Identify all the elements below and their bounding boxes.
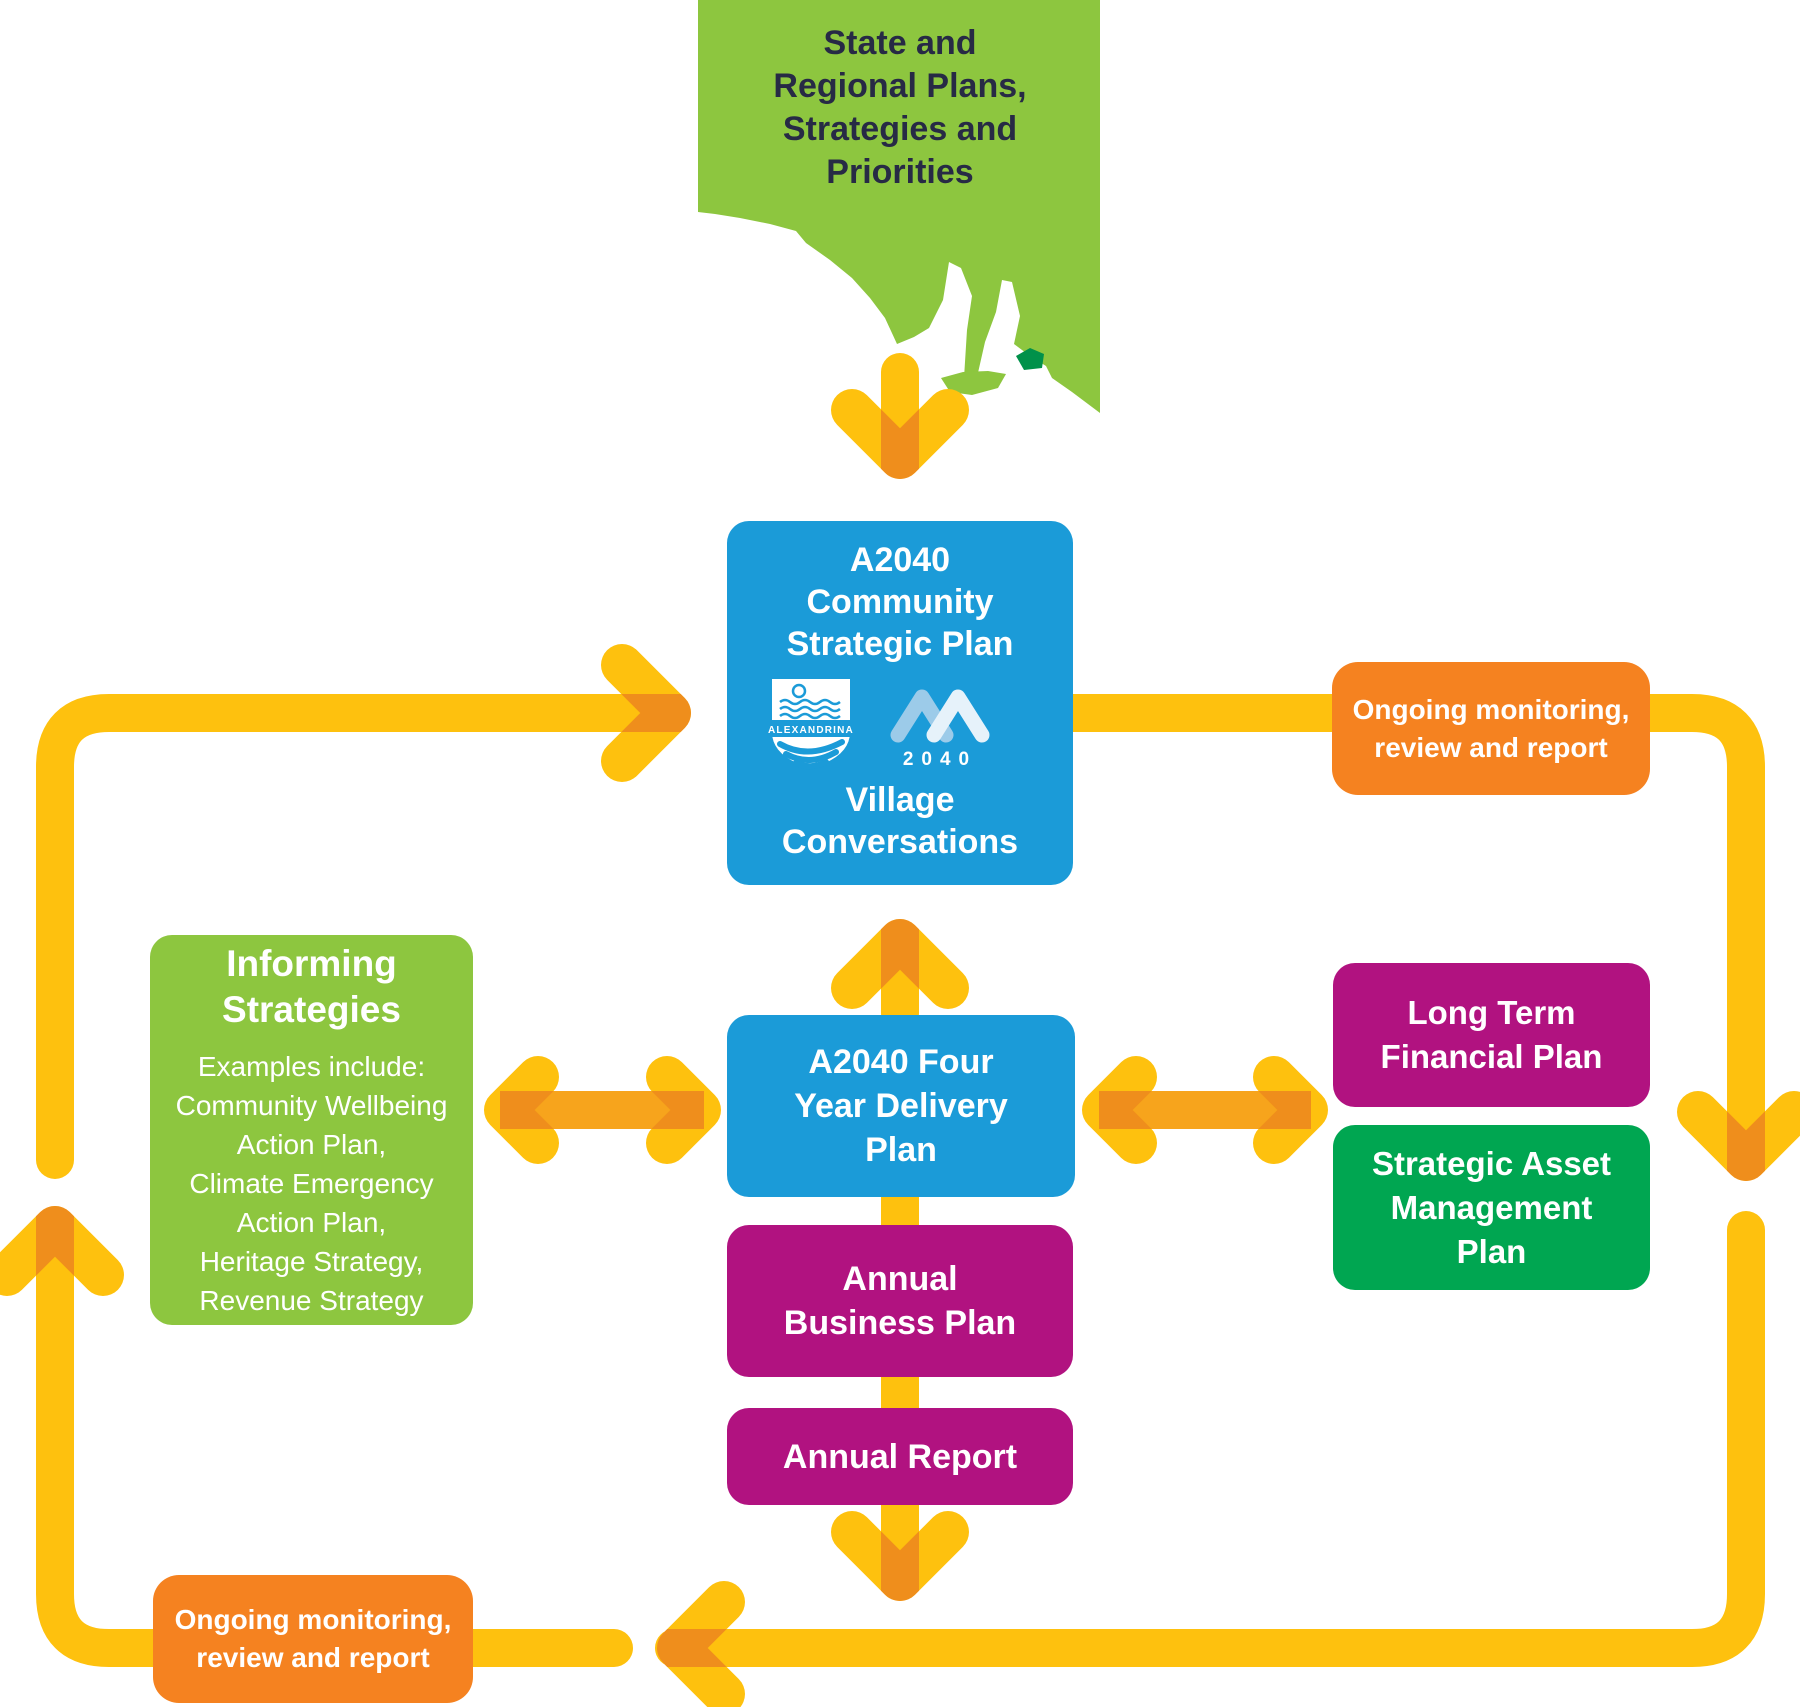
csp-title-line: Strategic Plan	[786, 625, 1014, 663]
double-arrow-delivery-financial	[1082, 1056, 1328, 1164]
annual-report-box: Annual Report	[727, 1408, 1073, 1505]
monitor-top-line: Ongoing monitoring,	[1352, 693, 1630, 725]
samp-line: Management	[1390, 1188, 1593, 1226]
informing-strategies-box: Informing Strategies Examples include: C…	[150, 935, 473, 1325]
ltfp-line: Financial Plan	[1380, 1038, 1603, 1075]
informing-body-line: Action Plan,	[236, 1206, 387, 1238]
waves-icon	[779, 698, 841, 720]
informing-body: Examples include: Community Wellbeing Ac…	[176, 1047, 448, 1320]
map-title-line: Regional Plans,	[773, 67, 1027, 105]
furrow-stripes-icon	[777, 739, 845, 770]
annual-report-line: Annual Report	[782, 1437, 1018, 1476]
samp-line: Plan	[1456, 1232, 1527, 1270]
csp-logos: ALEXANDRINA 2040	[768, 675, 1032, 773]
monitoring-loop	[0, 644, 1800, 1707]
delivery-line: A2040 Four	[808, 1043, 994, 1081]
community-strategic-plan-box: A2040 Community Strategic Plan ALEXANDRI…	[727, 521, 1073, 885]
a2040-logo: 2040	[890, 689, 990, 770]
informing-title-line: Informing	[226, 942, 397, 984]
monitor-top-line: review and report	[1374, 731, 1608, 763]
south-australia-map	[698, 0, 1100, 413]
informing-body-line: Examples include:	[197, 1050, 426, 1082]
monitor-bottom-line: Ongoing monitoring,	[174, 1604, 452, 1635]
csp-title-line: Community	[806, 583, 994, 621]
map-title: State and Regional Plans, Strategies and…	[700, 22, 1100, 194]
csp-subtitle-line: Village	[845, 781, 955, 819]
long-term-financial-plan-box: Long Term Financial Plan	[1333, 963, 1650, 1107]
loop-right-segment	[1054, 694, 1765, 1169]
annual-business-plan-box: Annual Business Plan	[727, 1225, 1073, 1377]
map-title-line: Priorities	[826, 153, 974, 191]
ongoing-monitoring-top-box: Ongoing monitoring, review and report	[1332, 662, 1650, 795]
informing-body-line: Heritage Strategy,	[199, 1245, 424, 1277]
sun-icon	[791, 683, 807, 699]
informing-body-line: Climate Emergency	[189, 1167, 434, 1199]
informing-body-line: Revenue Strategy	[199, 1284, 424, 1316]
kangaroo-island-shape	[941, 371, 1006, 395]
alexandrina-council-logo: ALEXANDRINA	[768, 679, 854, 770]
alexandrina-region-highlight	[1016, 348, 1044, 370]
loop-left-segment	[36, 1213, 633, 1667]
loop-bottom-segment	[655, 1211, 1765, 1667]
alexandrina-logo-text: ALEXANDRINA	[768, 725, 854, 736]
a2040-logo-text: 2040	[903, 749, 977, 770]
csp-title: A2040 Community Strategic Plan	[787, 539, 1014, 665]
monitor-bottom-line: review and report	[196, 1642, 430, 1673]
map-title-line: Strategies and	[782, 110, 1018, 148]
down-arrow-annual-report-to-loop	[831, 1486, 969, 1601]
abp-line: Business Plan	[783, 1304, 1017, 1342]
map-title-line: State and	[823, 24, 977, 62]
informing-body-line: Community Wellbeing	[175, 1089, 448, 1121]
four-year-delivery-plan-box: A2040 Four Year Delivery Plan	[727, 1015, 1075, 1197]
abp-line: Annual	[842, 1260, 958, 1298]
loop-top-segment	[36, 694, 667, 1179]
ongoing-monitoring-bottom-box: Ongoing monitoring, review and report	[153, 1575, 473, 1703]
delivery-line: Plan	[865, 1131, 937, 1169]
ltfp-line: Long Term	[1407, 994, 1576, 1031]
informing-body-line: Action Plan,	[236, 1128, 387, 1160]
down-arrow-state-to-csp	[831, 353, 969, 479]
csp-subtitle-line: Conversations	[781, 823, 1019, 861]
informing-title-line: Strategies	[222, 988, 401, 1030]
csp-title-line: A2040	[849, 541, 951, 579]
csp-subtitle: Village Conversations	[782, 779, 1018, 863]
up-arrow-delivery-to-csp	[831, 919, 969, 1032]
strategic-asset-management-plan-box: Strategic Asset Management Plan	[1333, 1125, 1650, 1290]
informing-title: Informing Strategies	[222, 941, 401, 1033]
delivery-line: Year Delivery	[794, 1087, 1008, 1125]
samp-line: Strategic Asset	[1371, 1144, 1612, 1182]
double-arrow-informing-delivery	[484, 1056, 721, 1164]
